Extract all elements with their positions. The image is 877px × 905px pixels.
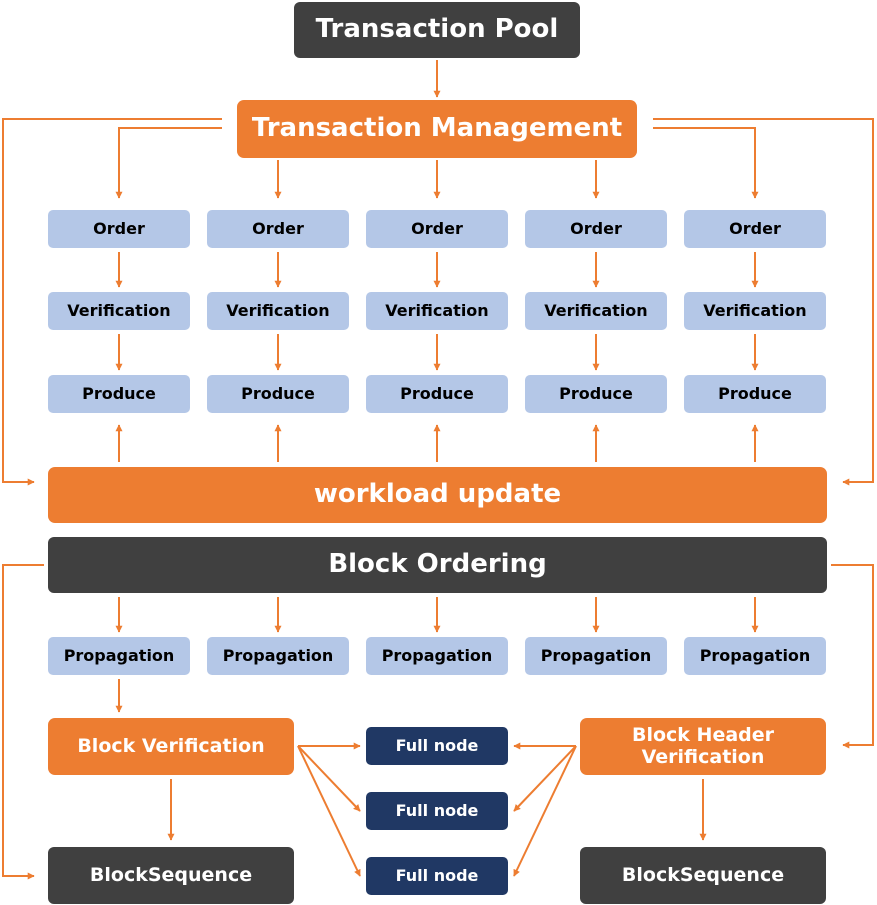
propagation-label: Propagation [540, 645, 652, 665]
verification-label: Verification [226, 300, 330, 320]
propagation-box-3: Propagation [366, 637, 508, 675]
transaction-pool-box: Transaction Pool [294, 2, 580, 58]
block-sequence-box-right: BlockSequence [580, 847, 826, 904]
arrow-management-to-order [653, 127, 759, 199]
verification-label: Verification [544, 300, 648, 320]
transaction-management-label: Transaction Management [251, 113, 623, 144]
propagation-box-4: Propagation [525, 637, 667, 675]
arrow-management-to-order [115, 127, 222, 199]
propagation-box-5: Propagation [684, 637, 826, 675]
transaction-pool-label: Transaction Pool [315, 14, 559, 45]
order-label: Order [252, 218, 304, 238]
block-verification-label: Block Verification [77, 734, 265, 757]
arrow-verification-to-full-node [297, 745, 361, 877]
verification-label: Verification [385, 300, 489, 320]
block-ordering-box: Block Ordering [48, 537, 827, 593]
full-node-box-3: Full node [366, 857, 508, 895]
produce-label: Produce [718, 383, 792, 403]
arrow-management-to-workload [653, 118, 874, 486]
produce-box-4: Produce [525, 375, 667, 413]
full-node-box-2: Full node [366, 792, 508, 830]
propagation-box-2: Propagation [207, 637, 349, 675]
verification-box-5: Verification [684, 292, 826, 330]
order-label: Order [729, 218, 781, 238]
arrow-ordering-to-block-sequence [2, 564, 44, 880]
order-label: Order [93, 218, 145, 238]
workload-update-label: workload update [313, 479, 562, 510]
full-node-label: Full node [395, 735, 479, 755]
block-sequence-label: BlockSequence [621, 863, 785, 886]
order-box-3: Order [366, 210, 508, 248]
propagation-label: Propagation [222, 645, 334, 665]
full-node-box-1: Full node [366, 727, 508, 765]
verification-label: Verification [703, 300, 807, 320]
verification-label: Verification [67, 300, 171, 320]
propagation-label: Propagation [381, 645, 493, 665]
block-ordering-label: Block Ordering [328, 549, 547, 580]
verification-box-2: Verification [207, 292, 349, 330]
produce-box-3: Produce [366, 375, 508, 413]
produce-label: Produce [241, 383, 315, 403]
produce-label: Produce [400, 383, 474, 403]
workload-update-box: workload update [48, 467, 827, 523]
block-sequence-box-left: BlockSequence [48, 847, 294, 904]
arrow-management-to-workload [2, 118, 222, 486]
arrow-verification-to-full-node [297, 745, 361, 812]
order-box-2: Order [207, 210, 349, 248]
arrow-header-verification-to-full-node [513, 745, 577, 812]
produce-label: Produce [82, 383, 156, 403]
order-box-4: Order [525, 210, 667, 248]
order-box-5: Order [684, 210, 826, 248]
block-header-verification-label: Block Header Verification [631, 723, 775, 768]
verification-box-4: Verification [525, 292, 667, 330]
block-verification-box: Block Verification [48, 718, 294, 775]
produce-label: Produce [559, 383, 633, 403]
block-header-verification-box: Block Header Verification [580, 718, 826, 775]
full-node-label: Full node [395, 865, 479, 885]
block-sequence-label: BlockSequence [89, 863, 253, 886]
order-label: Order [411, 218, 463, 238]
order-box-1: Order [48, 210, 190, 248]
order-label: Order [570, 218, 622, 238]
propagation-label: Propagation [699, 645, 811, 665]
produce-box-2: Produce [207, 375, 349, 413]
propagation-label: Propagation [63, 645, 175, 665]
propagation-box-1: Propagation [48, 637, 190, 675]
produce-box-1: Produce [48, 375, 190, 413]
verification-box-3: Verification [366, 292, 508, 330]
transaction-management-box: Transaction Management [237, 100, 637, 158]
produce-box-5: Produce [684, 375, 826, 413]
verification-box-1: Verification [48, 292, 190, 330]
arrow-ordering-to-header-verification [831, 564, 874, 749]
arrow-header-verification-to-full-node [513, 745, 577, 877]
full-node-label: Full node [395, 800, 479, 820]
